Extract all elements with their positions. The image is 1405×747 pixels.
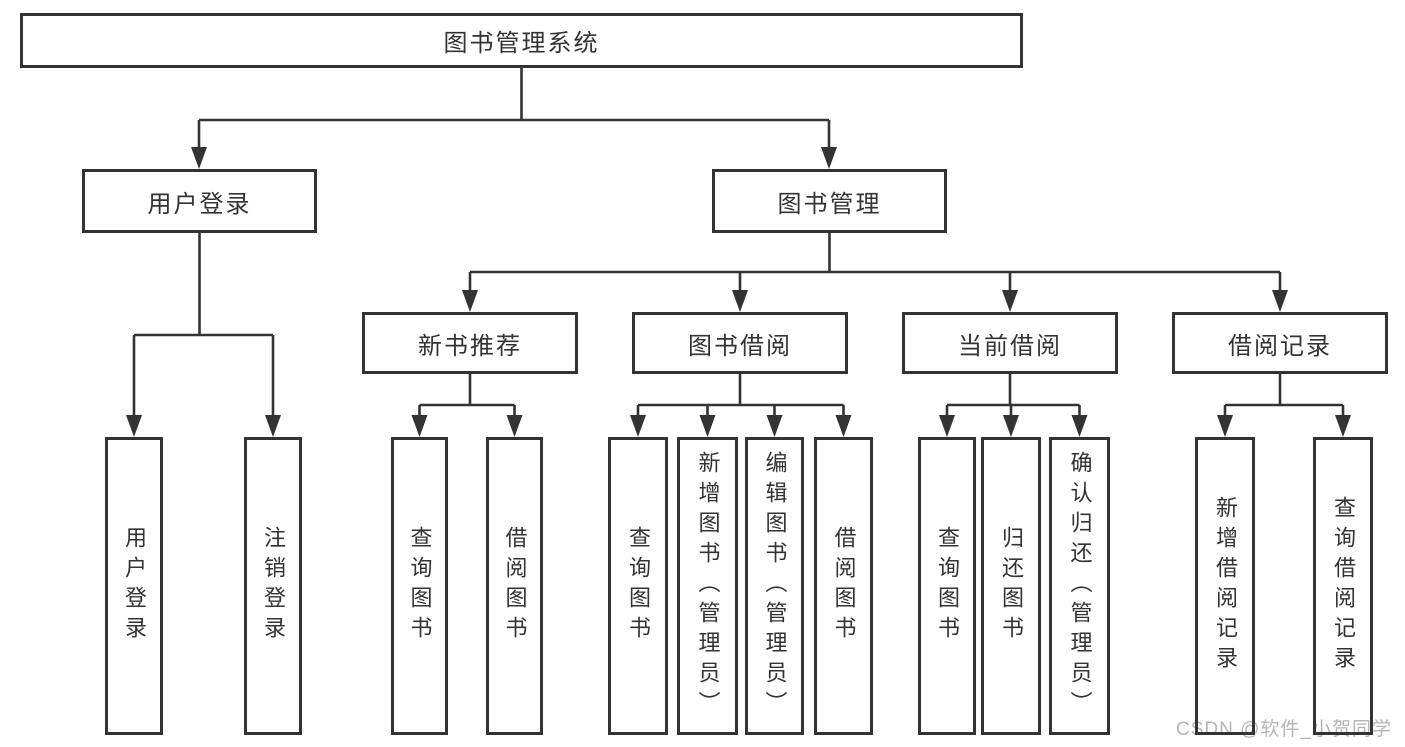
leaf-query-books-current-label: 查询图书 — [935, 526, 960, 646]
leaf-add-book-admin-label: 新增图书（管理员） — [695, 451, 721, 721]
node-book-borrowing: 图书借阅 — [632, 312, 848, 374]
leaf-logout-label: 注销登录 — [261, 526, 286, 646]
leaf-user-login-label: 用户登录 — [122, 526, 147, 646]
leaf-query-books-borrowing: 查询图书 — [608, 437, 668, 735]
leaf-query-borrow-record-label: 查询借阅记录 — [1331, 496, 1356, 676]
leaf-query-borrow-record: 查询借阅记录 — [1313, 437, 1373, 735]
leaf-query-books-recommend-label: 查询图书 — [407, 526, 433, 646]
leaf-edit-book-admin-label: 编辑图书（管理员） — [762, 451, 788, 721]
node-root-label: 图书管理系统 — [443, 30, 600, 57]
node-user-login: 用户登录 — [82, 169, 317, 233]
node-root-system: 图书管理系统 — [20, 13, 1023, 68]
node-book-management: 图书管理 — [712, 169, 947, 233]
leaf-query-books-recommend: 查询图书 — [391, 437, 448, 735]
leaf-borrow-books-borrowing: 借阅图书 — [814, 437, 873, 735]
node-current-borrowing-label: 当前借阅 — [958, 332, 1062, 360]
leaf-borrow-books-borrowing-label: 借阅图书 — [831, 526, 857, 646]
leaf-edit-book-admin: 编辑图书（管理员） — [745, 437, 804, 735]
leaf-query-books-borrowing-label: 查询图书 — [626, 526, 651, 646]
leaf-confirm-return-admin: 确认归还（管理员） — [1049, 437, 1110, 735]
leaf-borrow-books-recommend: 借阅图书 — [486, 437, 543, 735]
csdn-watermark: CSDN @软件_小贺同学 — [1176, 719, 1392, 740]
node-book-borrowing-label: 图书借阅 — [688, 332, 792, 360]
node-borrowing-records-label: 借阅记录 — [1228, 332, 1332, 360]
node-user-login-label: 用户登录 — [147, 190, 252, 218]
node-new-book-recommendation: 新书推荐 — [362, 312, 578, 374]
node-current-borrowing: 当前借阅 — [902, 312, 1118, 374]
node-new-book-recommendation-label: 新书推荐 — [418, 332, 522, 360]
leaf-add-book-admin: 新增图书（管理员） — [677, 437, 738, 735]
arrowheads — [126, 147, 1351, 437]
leaf-return-book: 归还图书 — [981, 437, 1041, 735]
node-book-management-label: 图书管理 — [777, 190, 882, 218]
node-borrowing-records: 借阅记录 — [1172, 312, 1388, 374]
leaf-add-borrow-record-label: 新增借阅记录 — [1213, 496, 1238, 676]
leaf-return-book-label: 归还图书 — [999, 526, 1024, 646]
leaf-logout: 注销登录 — [244, 437, 302, 735]
leaf-borrow-books-recommend-label: 借阅图书 — [502, 526, 528, 646]
leaf-add-borrow-record: 新增借阅记录 — [1195, 437, 1255, 735]
leaf-user-login: 用户登录 — [105, 437, 163, 735]
leaf-query-books-current: 查询图书 — [918, 437, 976, 735]
leaf-confirm-return-admin-label: 确认归还（管理员） — [1067, 451, 1093, 721]
connector-paths — [132, 68, 1345, 419]
